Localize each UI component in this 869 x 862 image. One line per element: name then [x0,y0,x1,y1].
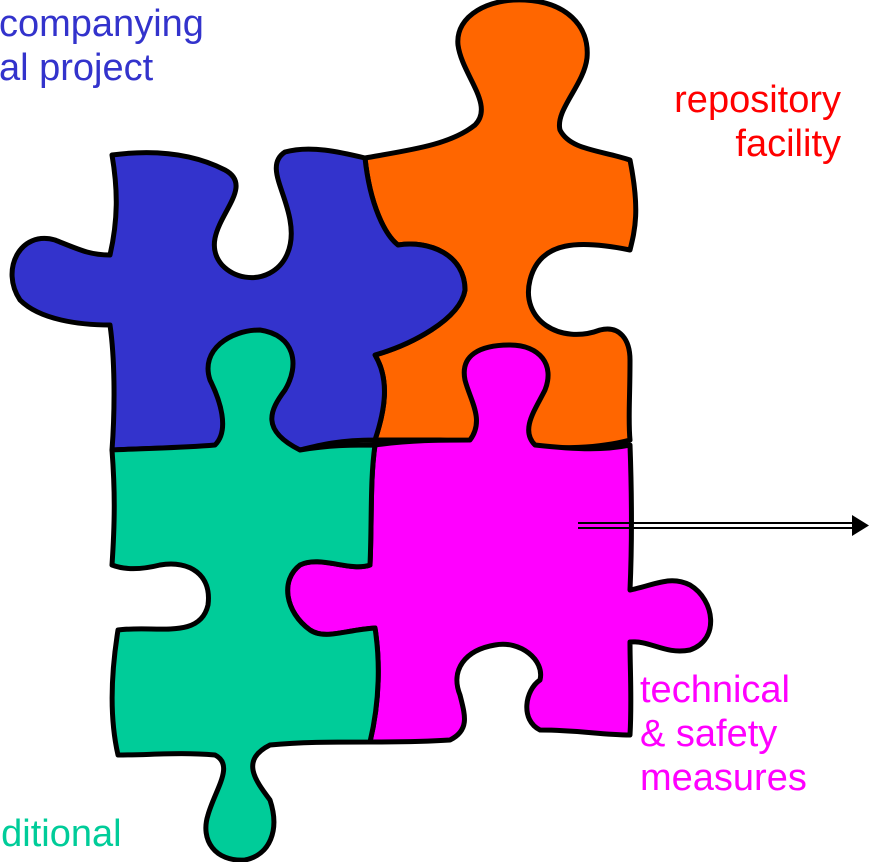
label-line: dditional [0,813,122,855]
label-line: repository [674,79,841,121]
label-repository-facility: repository facility [674,78,841,166]
label-technical-safety-measures: technical & safety measures [640,668,807,800]
label-line: facility [735,123,841,165]
arrow-right-icon [578,515,869,536]
puzzle-piece-blue [9,146,468,453]
label-accompanying-project: ccompanying cal project [0,2,204,90]
label-line: ccompanying [0,3,204,45]
label-line: cal project [0,47,154,89]
label-additional: dditional [0,812,122,856]
label-line: technical [640,669,790,711]
label-line: & safety [640,713,778,755]
puzzle-piece-green [109,327,381,862]
label-line: measures [640,757,807,799]
